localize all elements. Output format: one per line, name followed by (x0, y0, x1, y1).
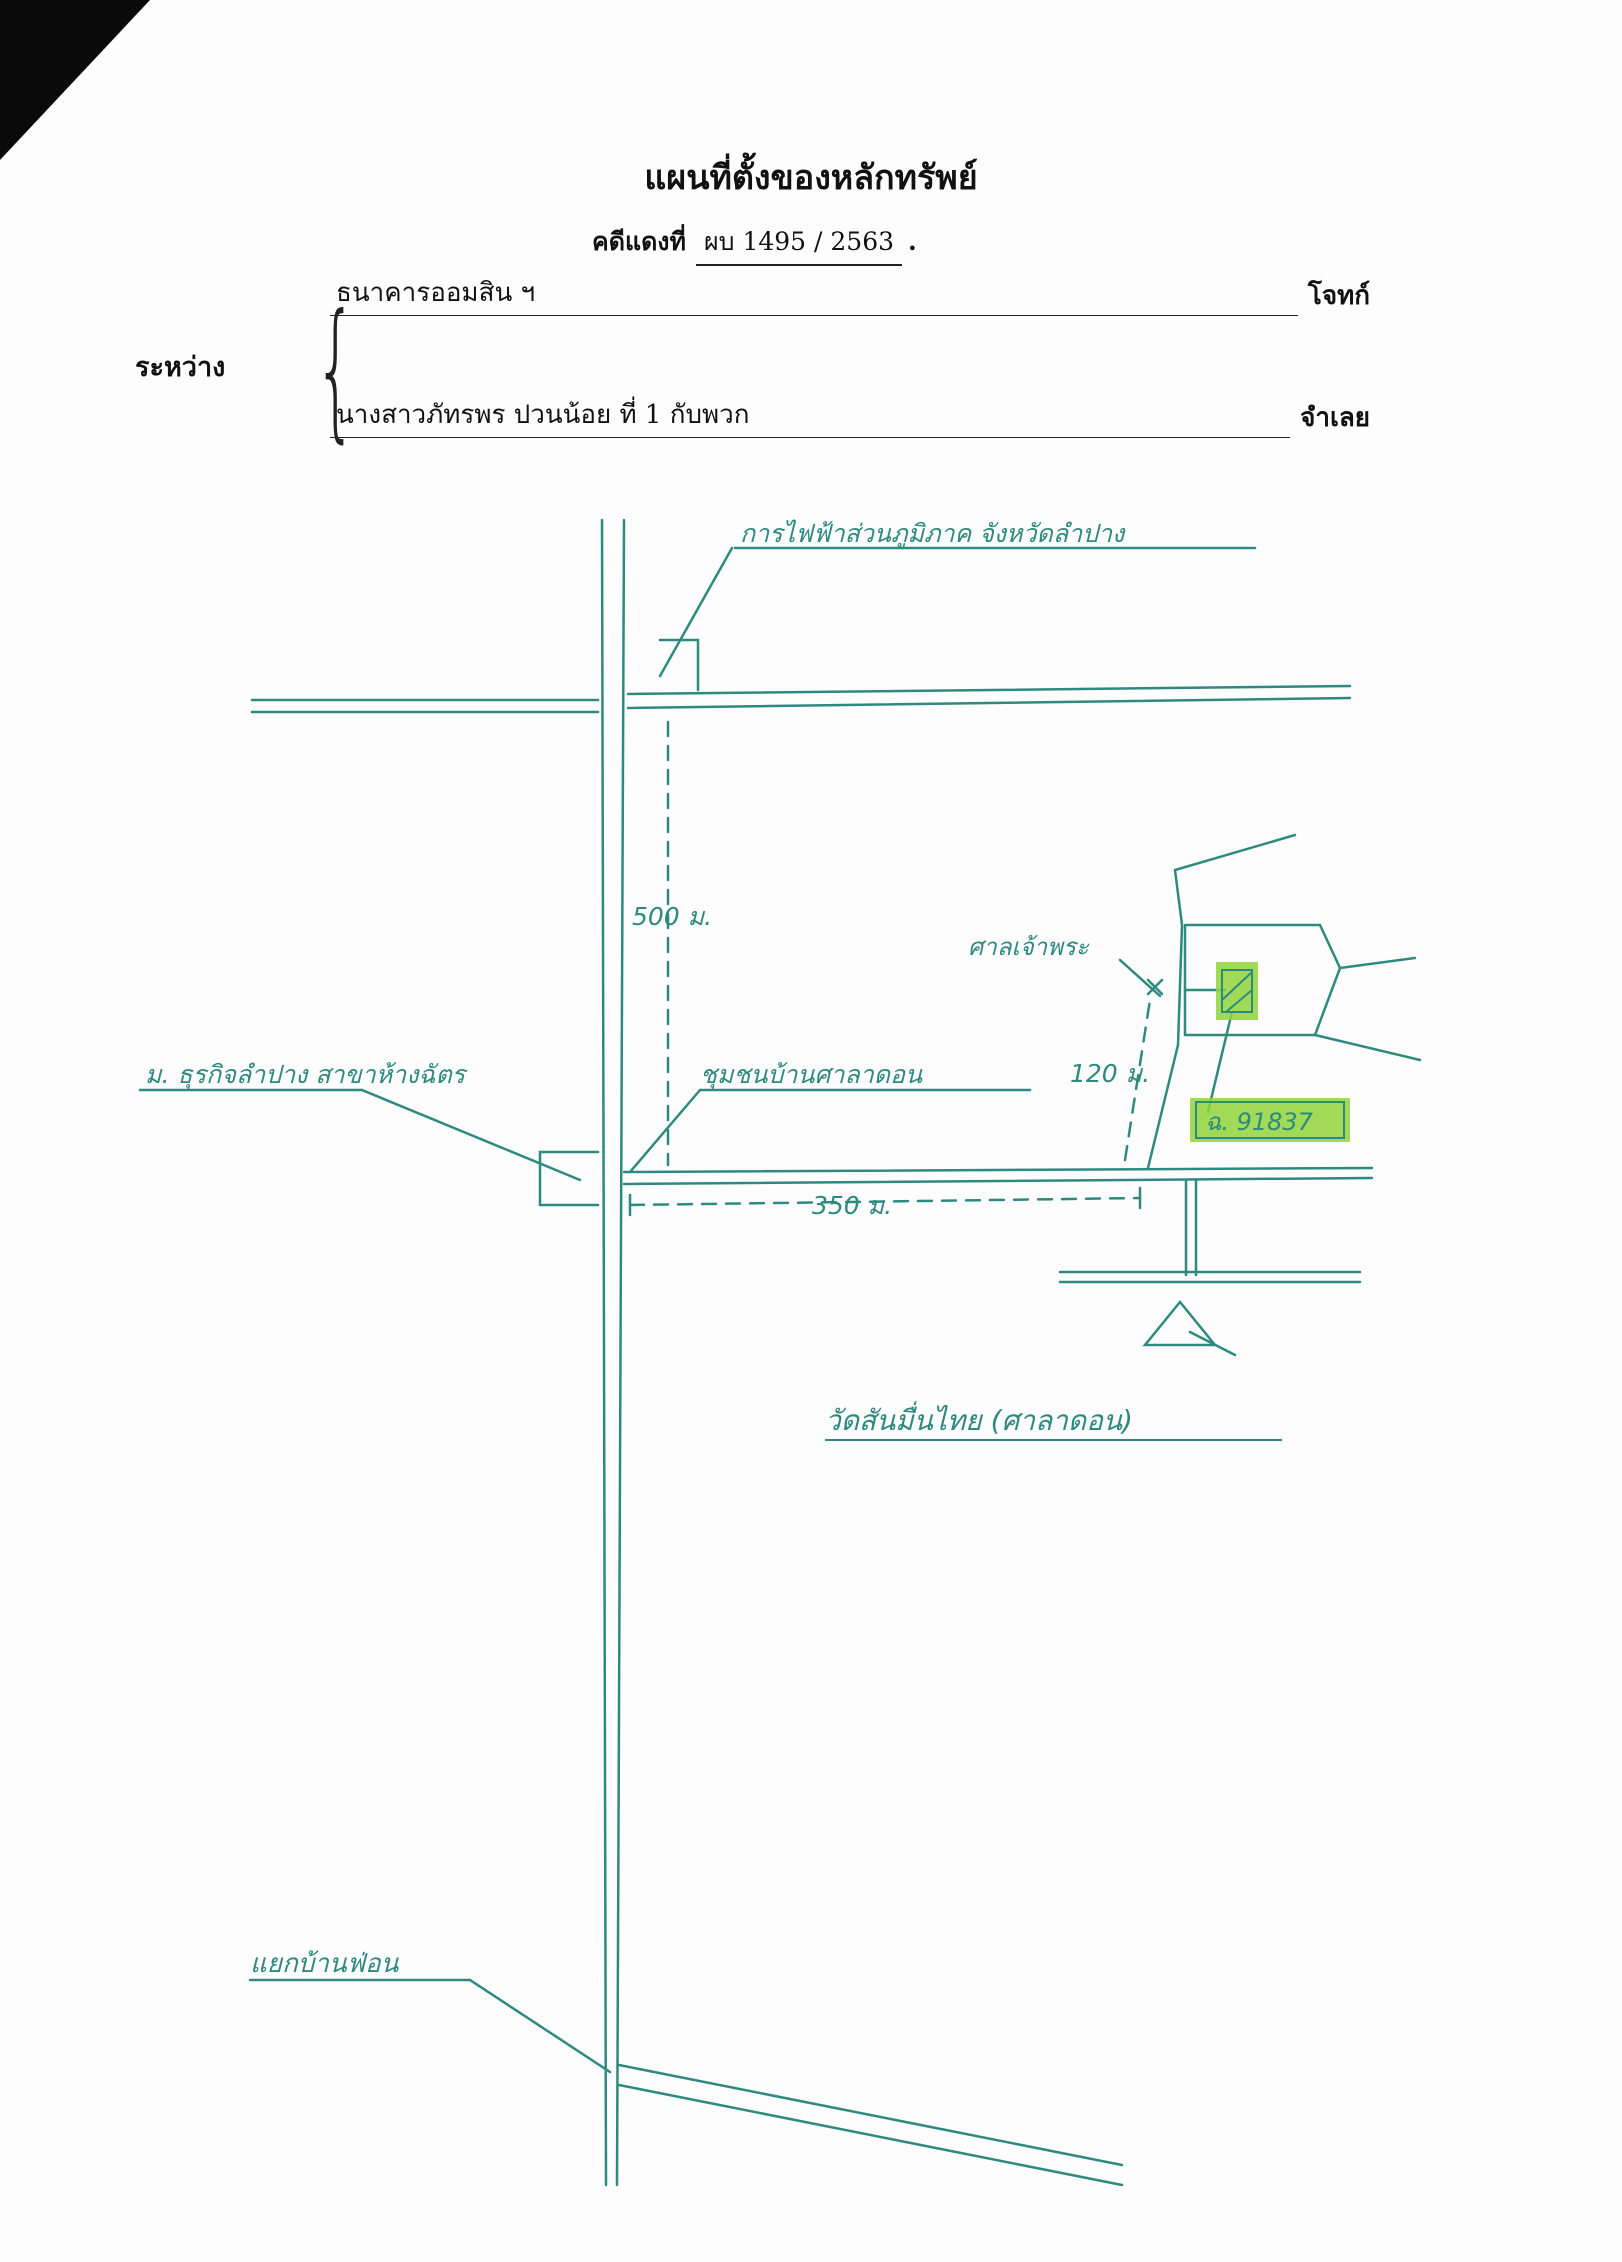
plaintiff-name: ธนาคารออมสิน ฯ (330, 272, 1298, 316)
label-distance-500: 500 ม. (632, 902, 712, 931)
plaintiff-line: ธนาคารออมสิน ฯ โจทก์ (330, 272, 1370, 316)
main-road-left-edge (600, 518, 608, 2187)
case-number: ผบ 1495 / 2563 (696, 222, 903, 266)
main-road-right-edge (615, 518, 626, 2187)
temple-leader (1188, 1330, 1237, 1357)
label-university: ม. ธุรกิจลำปาง สาขาห้างฉัตร (145, 1060, 468, 1090)
top-road-right-edge2 (626, 696, 1352, 710)
shrine-leader (1118, 958, 1162, 998)
distance-120-line (1123, 998, 1152, 1162)
deed-box (1195, 1101, 1345, 1139)
defendant-name: นางสาวภัทรพร ปวนน้อย ที่ 1 กับพวก (330, 394, 1291, 438)
junction-road-edge1 (617, 2063, 1124, 2167)
university-leader (360, 1088, 582, 1182)
label-junction: แยกบ้านฟ่อน (250, 1949, 400, 1979)
party-brace: { (314, 283, 358, 457)
junction-road-edge2 (617, 2083, 1124, 2187)
temple-triangle (1142, 1300, 1218, 1347)
lane-edge (1146, 1043, 1180, 1170)
plot-road-a (1338, 956, 1417, 970)
plaintiff-role: โจทก์ (1307, 281, 1370, 311)
label-electric-office: การไฟฟ้าส่วนภูมิภาค จังหวัดลำปาง (740, 519, 1126, 549)
plot-road-b (1313, 1033, 1422, 1062)
shrine-mark2 (1146, 978, 1164, 996)
document-title: แผนที่ตั้งของหลักทรัพย์ (644, 158, 978, 198)
property-hatch2 (1225, 989, 1253, 1013)
property-plot (1183, 923, 1342, 1037)
page-corner-fold (0, 0, 150, 160)
label-distance-350: 350 ม. (812, 1191, 892, 1220)
case-suffix: . (908, 227, 917, 256)
top-road-right-edge1 (626, 684, 1352, 696)
lane-upper (1173, 833, 1297, 1047)
between-label: ระหว่าง (135, 352, 226, 383)
deed-leader (1206, 1010, 1234, 1114)
defendant-line: นางสาวภัทรพร ปวนน้อย ที่ 1 กับพวก จำเลย (330, 394, 1370, 438)
label-temple: วัดสันมื่นไทย (ศาลาดอน) (825, 1401, 1133, 1437)
label-deed-number: ฉ. 91837 (1205, 1108, 1314, 1136)
deed-highlight (1190, 1098, 1350, 1142)
defendant-role: จำเลย (1300, 403, 1370, 433)
electric-office-leader (658, 546, 734, 678)
label-community: ชุมชนบ้านศาลาดอน (700, 1060, 923, 1090)
label-distance-120: 120 ม. (1070, 1059, 1150, 1088)
property-hatch1 (1221, 971, 1253, 1001)
side-road-edge1 (622, 1166, 1374, 1174)
case-label: คดีแดงที่ (592, 227, 686, 256)
community-leader (628, 1088, 702, 1174)
case-number-line: คดีแดงที่ ผบ 1495 / 2563 . (592, 222, 917, 266)
distance-350-line (628, 1196, 1142, 1207)
university-box (538, 1150, 600, 1207)
junction-leader (468, 1978, 612, 2074)
side-road-edge2 (622, 1176, 1374, 1186)
electric-office-box (658, 638, 700, 692)
label-temple-shrine: ศาลเจ้าพระ (968, 933, 1090, 961)
